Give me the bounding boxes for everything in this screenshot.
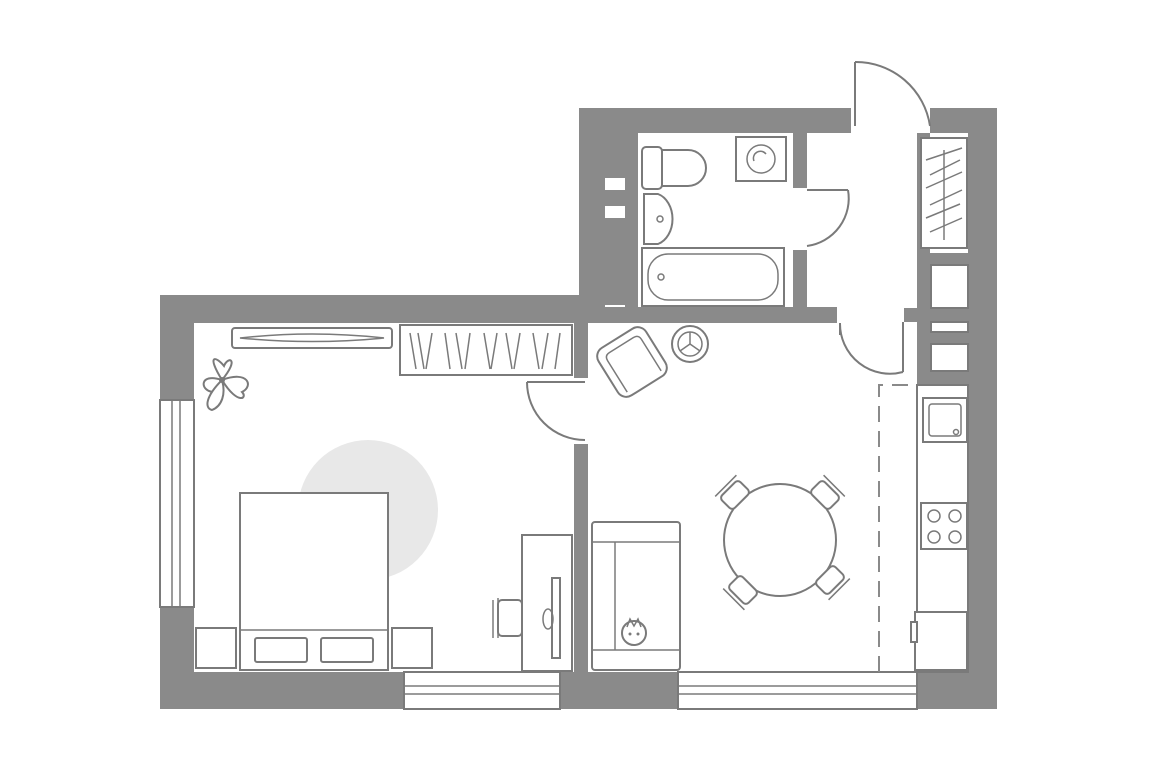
shelving-icon (399, 324, 573, 376)
niche-upper (930, 264, 969, 309)
kitchen-zone-line (878, 384, 917, 672)
desk-icon (521, 534, 573, 672)
wall-bathroom-pier-1 (605, 133, 625, 178)
wardrobe-icon (231, 327, 393, 349)
pillow-right (320, 637, 374, 663)
wall-bathroom-left (579, 108, 605, 323)
plant-icon (202, 358, 249, 412)
sink-icon (643, 193, 674, 245)
washing-machine-icon (735, 136, 787, 182)
nightstand-icon (195, 627, 237, 669)
walls (160, 108, 997, 709)
sink-icon (922, 397, 968, 443)
chair-icon (722, 575, 758, 611)
toilet-icon (641, 146, 707, 190)
chair-icon (492, 598, 523, 638)
window-left (159, 399, 195, 608)
dining-chairs (714, 474, 851, 611)
bathroom-door (806, 189, 850, 247)
window-bottom-living (677, 671, 918, 710)
chair-icon (714, 474, 750, 510)
wall-bathroom-right-upper (793, 133, 807, 188)
chair-icon (810, 474, 846, 510)
niche-middle (930, 321, 969, 333)
wall-bathroom-right-lower (793, 250, 807, 310)
wall-bathroom-top (579, 108, 851, 133)
window-bottom-bedroom (403, 671, 561, 710)
wall-niche-4 (917, 371, 968, 385)
wall-niche-3 (917, 332, 968, 344)
stove-icon (920, 502, 968, 550)
hall-door (838, 322, 904, 375)
chair-icon (815, 565, 851, 601)
monitor-icon (542, 577, 561, 659)
wall-partition-lower (574, 444, 588, 684)
wall-bedroom-left-upper (160, 295, 194, 400)
bathtub-icon (641, 247, 785, 307)
wall-bedroom-top (160, 295, 594, 323)
wall-bathroom-pier-2 (605, 190, 625, 206)
dining-table-icon (723, 483, 837, 597)
side-table-icon (671, 325, 709, 363)
wall-bottom-left (160, 672, 404, 709)
sofa-icon (591, 521, 681, 671)
wall-partition-upper (574, 323, 588, 378)
cat-icon (621, 617, 647, 646)
bed-icon (239, 492, 389, 671)
wall-right (968, 108, 997, 709)
wall-bathroom-inner-left (625, 133, 638, 310)
wall-bathroom-pier-3 (605, 218, 625, 305)
niche-lower (930, 343, 969, 372)
pillow-left (254, 637, 308, 663)
entrance-door (854, 60, 931, 127)
nightstand-icon (391, 627, 433, 669)
closet-icon (920, 137, 968, 249)
armchair-icon (596, 326, 668, 398)
wall-bathroom-bottom (579, 307, 837, 323)
wall-hall-stub (904, 308, 930, 322)
fridge-icon (910, 611, 968, 671)
bedroom-door (526, 381, 586, 441)
